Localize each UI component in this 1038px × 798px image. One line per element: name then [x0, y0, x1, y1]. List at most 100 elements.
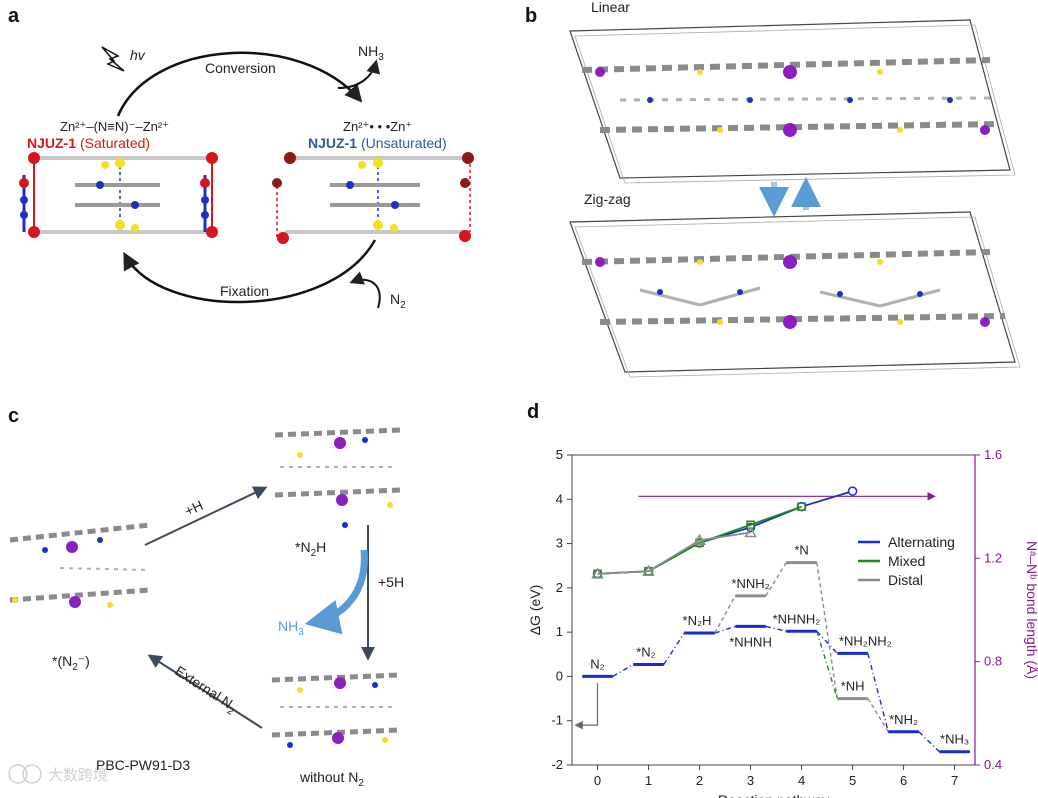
legend-label: Mixed [888, 553, 925, 569]
panel-label-b: b [525, 5, 537, 27]
y-axis-label: ΔG (eV) [527, 585, 543, 636]
without-n2-structure [271, 672, 401, 748]
saturated-formula: Zn²⁺–(N≡N)⁻–Zn²⁺ [60, 119, 169, 134]
bond-point [642, 564, 655, 576]
hv-label: hv [130, 47, 146, 63]
external-n2-arrow [147, 654, 263, 729]
n2-label-a: N2 [390, 291, 406, 311]
n2h-structure [274, 427, 401, 528]
energy-level-label: *NH₃ [940, 732, 969, 747]
y2-tick-label: 0.8 [984, 654, 1002, 669]
energy-level-label: *NHNH₂ [773, 611, 821, 626]
distal-connector [867, 698, 889, 733]
energy-level-label: *NNH₂ [731, 576, 769, 591]
plus-h-label: +H [182, 497, 205, 519]
alternating-connector [612, 663, 634, 678]
energy-level-label: *N₂ [636, 644, 656, 659]
without-n2-label: without N2 [299, 769, 364, 789]
x-tick-label: 3 [747, 773, 754, 788]
left-axis-indicator [574, 683, 599, 730]
plus-5h-label: +5H [378, 574, 404, 590]
plus-h-arrow [144, 486, 268, 546]
y2-tick-label: 1.2 [984, 550, 1002, 565]
y2-axis-label: Nᵃ–Nᵇ bond length (Å) [1024, 541, 1038, 679]
fixation-arc [123, 239, 377, 304]
energy-level-label: N₂ [590, 656, 604, 671]
y-tick-label: 0 [556, 668, 563, 683]
unsaturated-structure [272, 152, 474, 244]
unsaturated-title: NJUZ-1(Unsaturated) [308, 135, 447, 151]
bond-point [693, 533, 706, 545]
alternating-connector [867, 653, 889, 732]
x-tick-label: 4 [798, 773, 805, 788]
n2minus-label: *(N2⁻) [52, 653, 90, 673]
x-tick-label: 5 [849, 773, 856, 788]
panel-c: c +H +5H [8, 405, 404, 789]
panel-a: a hv Conversion NH3 Fixation N2 Zn²⁺–(N≡… [8, 5, 474, 311]
nh3-release-arrow [337, 59, 381, 89]
alternating-connector [714, 625, 736, 634]
linear-unit-cell [569, 19, 1016, 184]
zigzag-unit-cell [569, 211, 1021, 378]
fixation-label: Fixation [220, 283, 269, 299]
distal-connector [714, 595, 736, 634]
alternating-connector [663, 632, 685, 665]
conversion-arc [116, 51, 363, 117]
alternating-connector [765, 625, 787, 632]
y-tick-label: 1 [556, 624, 563, 639]
x-tick-label: 0 [594, 773, 601, 788]
conversion-label: Conversion [205, 60, 276, 76]
watermark: 大数跨境 [8, 764, 108, 784]
y-tick-label: -1 [551, 713, 563, 728]
bond-point [744, 525, 757, 538]
energy-bond-chart: 0 1 2 3 4 5 6 7 -2 -1 0 1 2 3 4 5 0.4 0.8 1.2 1.6Reaction p… [527, 447, 1038, 798]
lightning-icon [101, 46, 125, 72]
energy-level-label: *NHNH [729, 634, 772, 649]
energy-level-label: *NH [841, 679, 865, 694]
panel-b: b Linear Zig-zag [525, 0, 1021, 378]
energy-level-label: *NH₂ [889, 712, 918, 727]
x-tick-label: 2 [696, 773, 703, 788]
y2-tick-label: 0.4 [984, 757, 1002, 772]
nh3-label-c: NH3 [278, 618, 304, 638]
panel-label-c: c [8, 405, 19, 427]
zigzag-title: Zig-zag [584, 191, 631, 207]
saturated-title: NJUZ-1(Saturated) [27, 135, 150, 151]
y-tick-label: 3 [556, 536, 563, 551]
energy-level-label: *N₂H [683, 613, 712, 628]
nh3-label-a: NH3 [358, 43, 384, 63]
alternating-connector [918, 731, 940, 753]
bond-point [591, 567, 604, 579]
energy-level-label: *N [794, 543, 808, 558]
method-label: PBC-PW91-D3 [96, 757, 190, 773]
unsaturated-formula: Zn²⁺• • •Zn⁺ [343, 119, 412, 134]
distal-connector [816, 562, 838, 699]
x-tick-label: 1 [645, 773, 652, 788]
y2-tick-label: 1.6 [984, 447, 1002, 462]
energy-level-label: *NH₂NH₂ [839, 633, 892, 648]
y-tick-label: 2 [556, 580, 563, 595]
x-tick-label: 6 [900, 773, 907, 788]
external-n2-label: External N2 [170, 662, 241, 718]
alternating-connector [816, 630, 838, 654]
n2h-label: *N2H [295, 539, 326, 559]
bond-point [797, 502, 806, 511]
bond-point [847, 486, 858, 496]
legend-label: Distal [888, 572, 923, 588]
panel-d: d 0 1 2 3 4 5 6 7 -2 -1 0 1 2 3 4 5 0.4 0.8 1.2 1.6Reaction… [527, 401, 1038, 798]
bond-series-line [597, 531, 751, 575]
nh3-release-curve [304, 549, 368, 635]
n2-uptake-arrow [349, 271, 381, 309]
y-tick-label: 4 [556, 491, 563, 506]
panel-label-d: d [527, 401, 539, 423]
n2minus-structure [9, 522, 151, 608]
x-tick-label: 7 [951, 773, 958, 788]
panel-label-a: a [8, 5, 20, 27]
x-axis-label: Reaction pathway [718, 792, 829, 798]
y-tick-label: 5 [556, 447, 563, 462]
y-tick-label: -2 [551, 757, 563, 772]
linear-title: Linear [591, 0, 630, 15]
saturated-structure [19, 152, 218, 238]
legend-label: Alternating [888, 534, 955, 550]
